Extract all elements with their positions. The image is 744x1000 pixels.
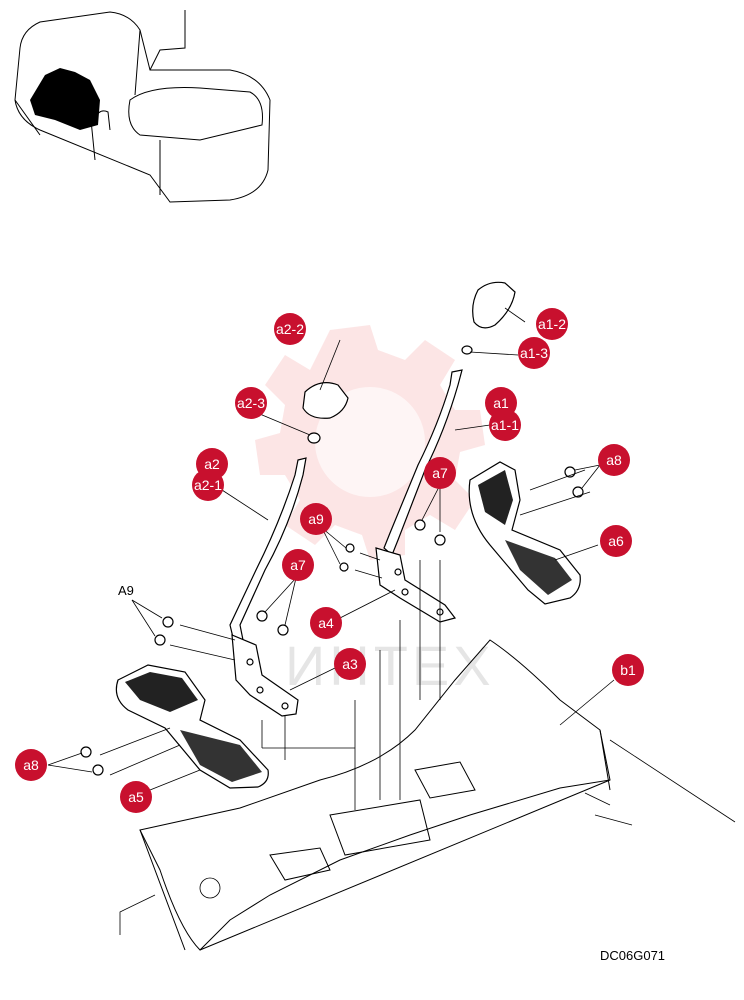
- callout-a7-right: a7: [424, 457, 456, 489]
- left-lever-nut: [307, 432, 321, 444]
- callout-b1: b1: [612, 654, 644, 686]
- callout-a9: a9: [300, 503, 332, 535]
- cab-overview-inset: [14, 10, 271, 203]
- left-lever-knob: [302, 382, 349, 419]
- watermark-text: ИНТЕХ: [285, 634, 495, 697]
- callout-a2-2: a2-2: [274, 313, 306, 345]
- svg-text:a1-3: a1-3: [520, 345, 548, 361]
- callout-a1-3: a1-3: [518, 337, 550, 369]
- left-bolts: [80, 610, 289, 776]
- svg-text:a3: a3: [342, 656, 358, 672]
- label-A9: A9: [118, 583, 134, 598]
- callout-a3: a3: [334, 648, 366, 680]
- left-travel-pedal: [115, 664, 269, 789]
- callout-a2-1: a2-1: [192, 469, 224, 501]
- callout-a8-left: a8: [15, 749, 47, 781]
- left-lever-bracket: [231, 634, 299, 717]
- callout-a5: a5: [120, 781, 152, 813]
- svg-text:a8: a8: [23, 757, 39, 773]
- svg-text:a7: a7: [290, 557, 306, 573]
- right-bolts: [339, 466, 584, 572]
- svg-text:a7: a7: [432, 465, 448, 481]
- callout-a4: a4: [310, 607, 342, 639]
- svg-text:a1: a1: [493, 395, 509, 411]
- svg-text:a8: a8: [606, 452, 622, 468]
- svg-text:a1-1: a1-1: [491, 417, 519, 433]
- svg-text:a1-2: a1-2: [538, 316, 566, 332]
- svg-text:a2-2: a2-2: [276, 321, 304, 337]
- callout-a1-2: a1-2: [536, 308, 568, 340]
- leader-lines: [47, 307, 615, 810]
- callout-a2-3: a2-3: [235, 387, 267, 419]
- right-travel-pedal: [468, 461, 581, 605]
- left-travel-lever: [229, 382, 349, 717]
- watermark-logo: ИНТЕХ: [255, 325, 495, 697]
- callout-a7-left: a7: [282, 549, 314, 581]
- svg-text:a5: a5: [128, 789, 144, 805]
- svg-text:a4: a4: [318, 615, 334, 631]
- svg-text:a6: a6: [608, 533, 624, 549]
- floor-plate: [119, 639, 736, 951]
- callout-a1-1: a1-1: [489, 409, 521, 441]
- svg-text:b1: b1: [620, 662, 636, 678]
- svg-text:a9: a9: [308, 511, 324, 527]
- reference-code: DC06G071: [600, 948, 665, 963]
- right-lever-nut: [461, 345, 473, 355]
- callout-a6: a6: [600, 525, 632, 557]
- callout-a8-right: a8: [598, 444, 630, 476]
- svg-text:a2-1: a2-1: [194, 477, 222, 493]
- svg-text:a2: a2: [204, 456, 220, 472]
- svg-text:a2-3: a2-3: [237, 395, 265, 411]
- right-travel-lever: [375, 281, 516, 623]
- right-lever-bracket: [375, 547, 457, 623]
- right-lever-knob: [472, 281, 516, 329]
